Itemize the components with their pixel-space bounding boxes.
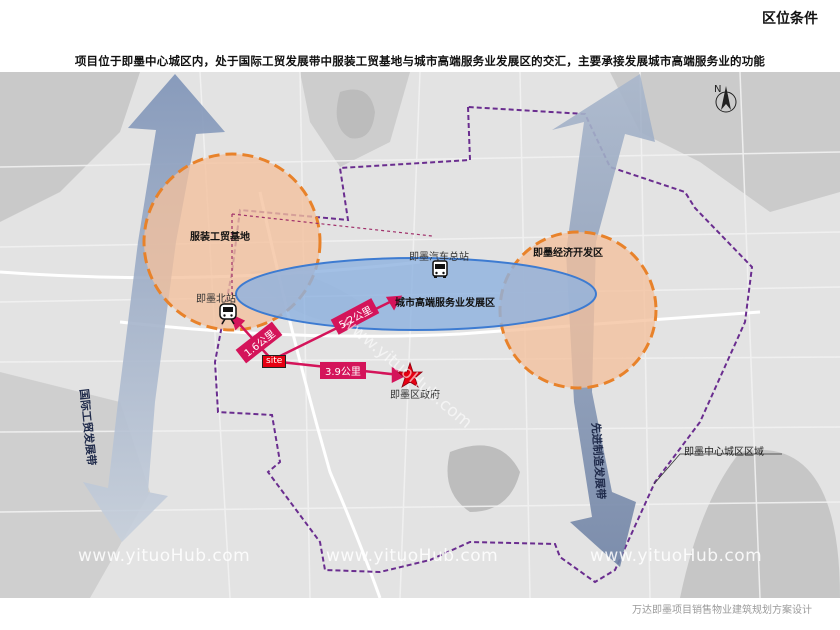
page-title: 区位条件: [762, 11, 818, 27]
north-label: N: [714, 84, 722, 95]
econ-zone-label: 即墨经济开发区: [533, 248, 603, 259]
east-development-arrow: [552, 74, 655, 567]
west-development-arrow: [83, 74, 225, 542]
central-district-label: 即墨中心城区区域: [684, 447, 764, 458]
gov-label: 即墨区政府: [390, 390, 440, 401]
distance-3-9km: 3.9公里: [320, 362, 366, 379]
bus-station-label: 即墨汽车总站: [409, 252, 469, 263]
train-icon: [219, 303, 237, 325]
service-zone-ellipse: [235, 257, 597, 331]
star-icon: [396, 361, 424, 388]
watermark-1: www.yituoHub.com: [78, 546, 251, 566]
garment-base-label: 服装工贸基地: [190, 232, 250, 243]
north-station-label: 即墨北站: [196, 294, 236, 305]
page-subtitle: 项目位于即墨中心城区内，处于国际工贸发展带中服装工贸基地与城市高端服务业发展区的…: [74, 54, 766, 68]
watermark-3: www.yituoHub.com: [590, 546, 763, 566]
map-graphics: [0, 72, 840, 598]
north-arrow: N: [714, 84, 737, 113]
north-arrow-icon: [715, 86, 737, 113]
location-map: N 服装工贸基地 即墨经济开发区 城市高端服务业发展区 即墨中心城区区域 即墨汽…: [0, 72, 840, 598]
district-leader-line: [653, 453, 782, 485]
service-zone-label: 城市高端服务业发展区: [395, 298, 495, 309]
bus-icon: [432, 260, 448, 278]
footer-caption: 万达即墨项目销售物业建筑规划方案设计: [632, 605, 812, 616]
watermark-2: www.yituoHub.com: [326, 546, 499, 566]
site-marker: site: [262, 355, 287, 368]
